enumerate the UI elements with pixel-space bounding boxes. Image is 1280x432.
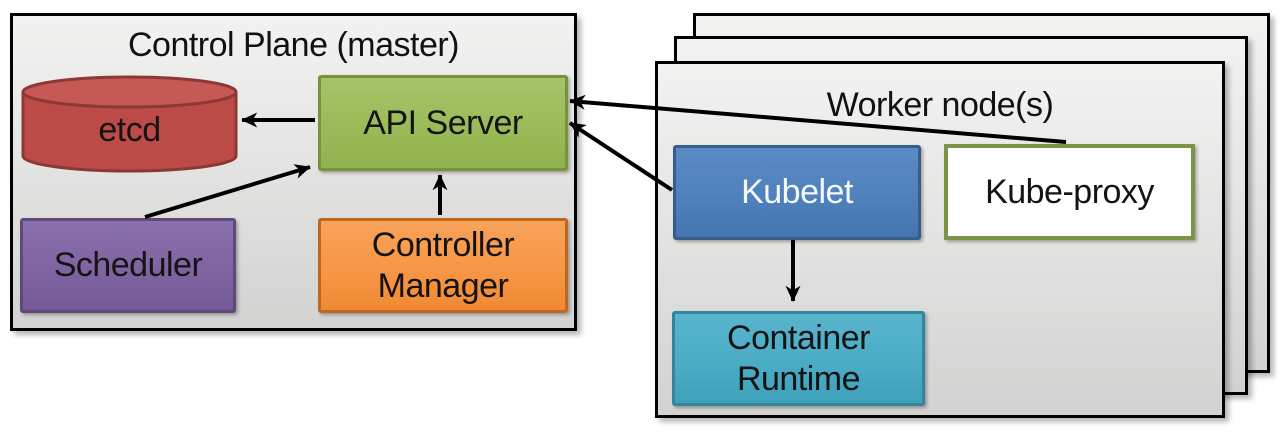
etcd-cylinder-icon (21, 75, 238, 173)
kubelet-box: Kubelet (673, 145, 921, 240)
controller-manager-box: Controller Manager (318, 218, 568, 313)
api-server-box: API Server (318, 75, 568, 171)
container-runtime-label: Container Runtime (727, 318, 870, 398)
kube-proxy-label: Kube-proxy (985, 172, 1154, 211)
etcd-box: etcd (21, 75, 238, 173)
scheduler-box: Scheduler (20, 218, 236, 313)
control-plane-title: Control Plane (master) (127, 26, 460, 64)
controller-manager-label: Controller Manager (371, 225, 515, 305)
scheduler-label: Scheduler (53, 246, 203, 285)
kubelet-label: Kubelet (741, 173, 853, 212)
worker-node-panel: Worker node(s) Kubelet Kube-proxy Contai… (655, 61, 1225, 418)
control-plane-panel: Control Plane (master) etcd API Server S… (10, 13, 577, 331)
api-server-label: API Server (363, 103, 523, 142)
worker-nodes-title: Worker node(s) (826, 86, 1054, 124)
container-runtime-box: Container Runtime (672, 311, 925, 406)
etcd-label: etcd (98, 110, 161, 149)
kube-proxy-box: Kube-proxy (944, 144, 1195, 240)
